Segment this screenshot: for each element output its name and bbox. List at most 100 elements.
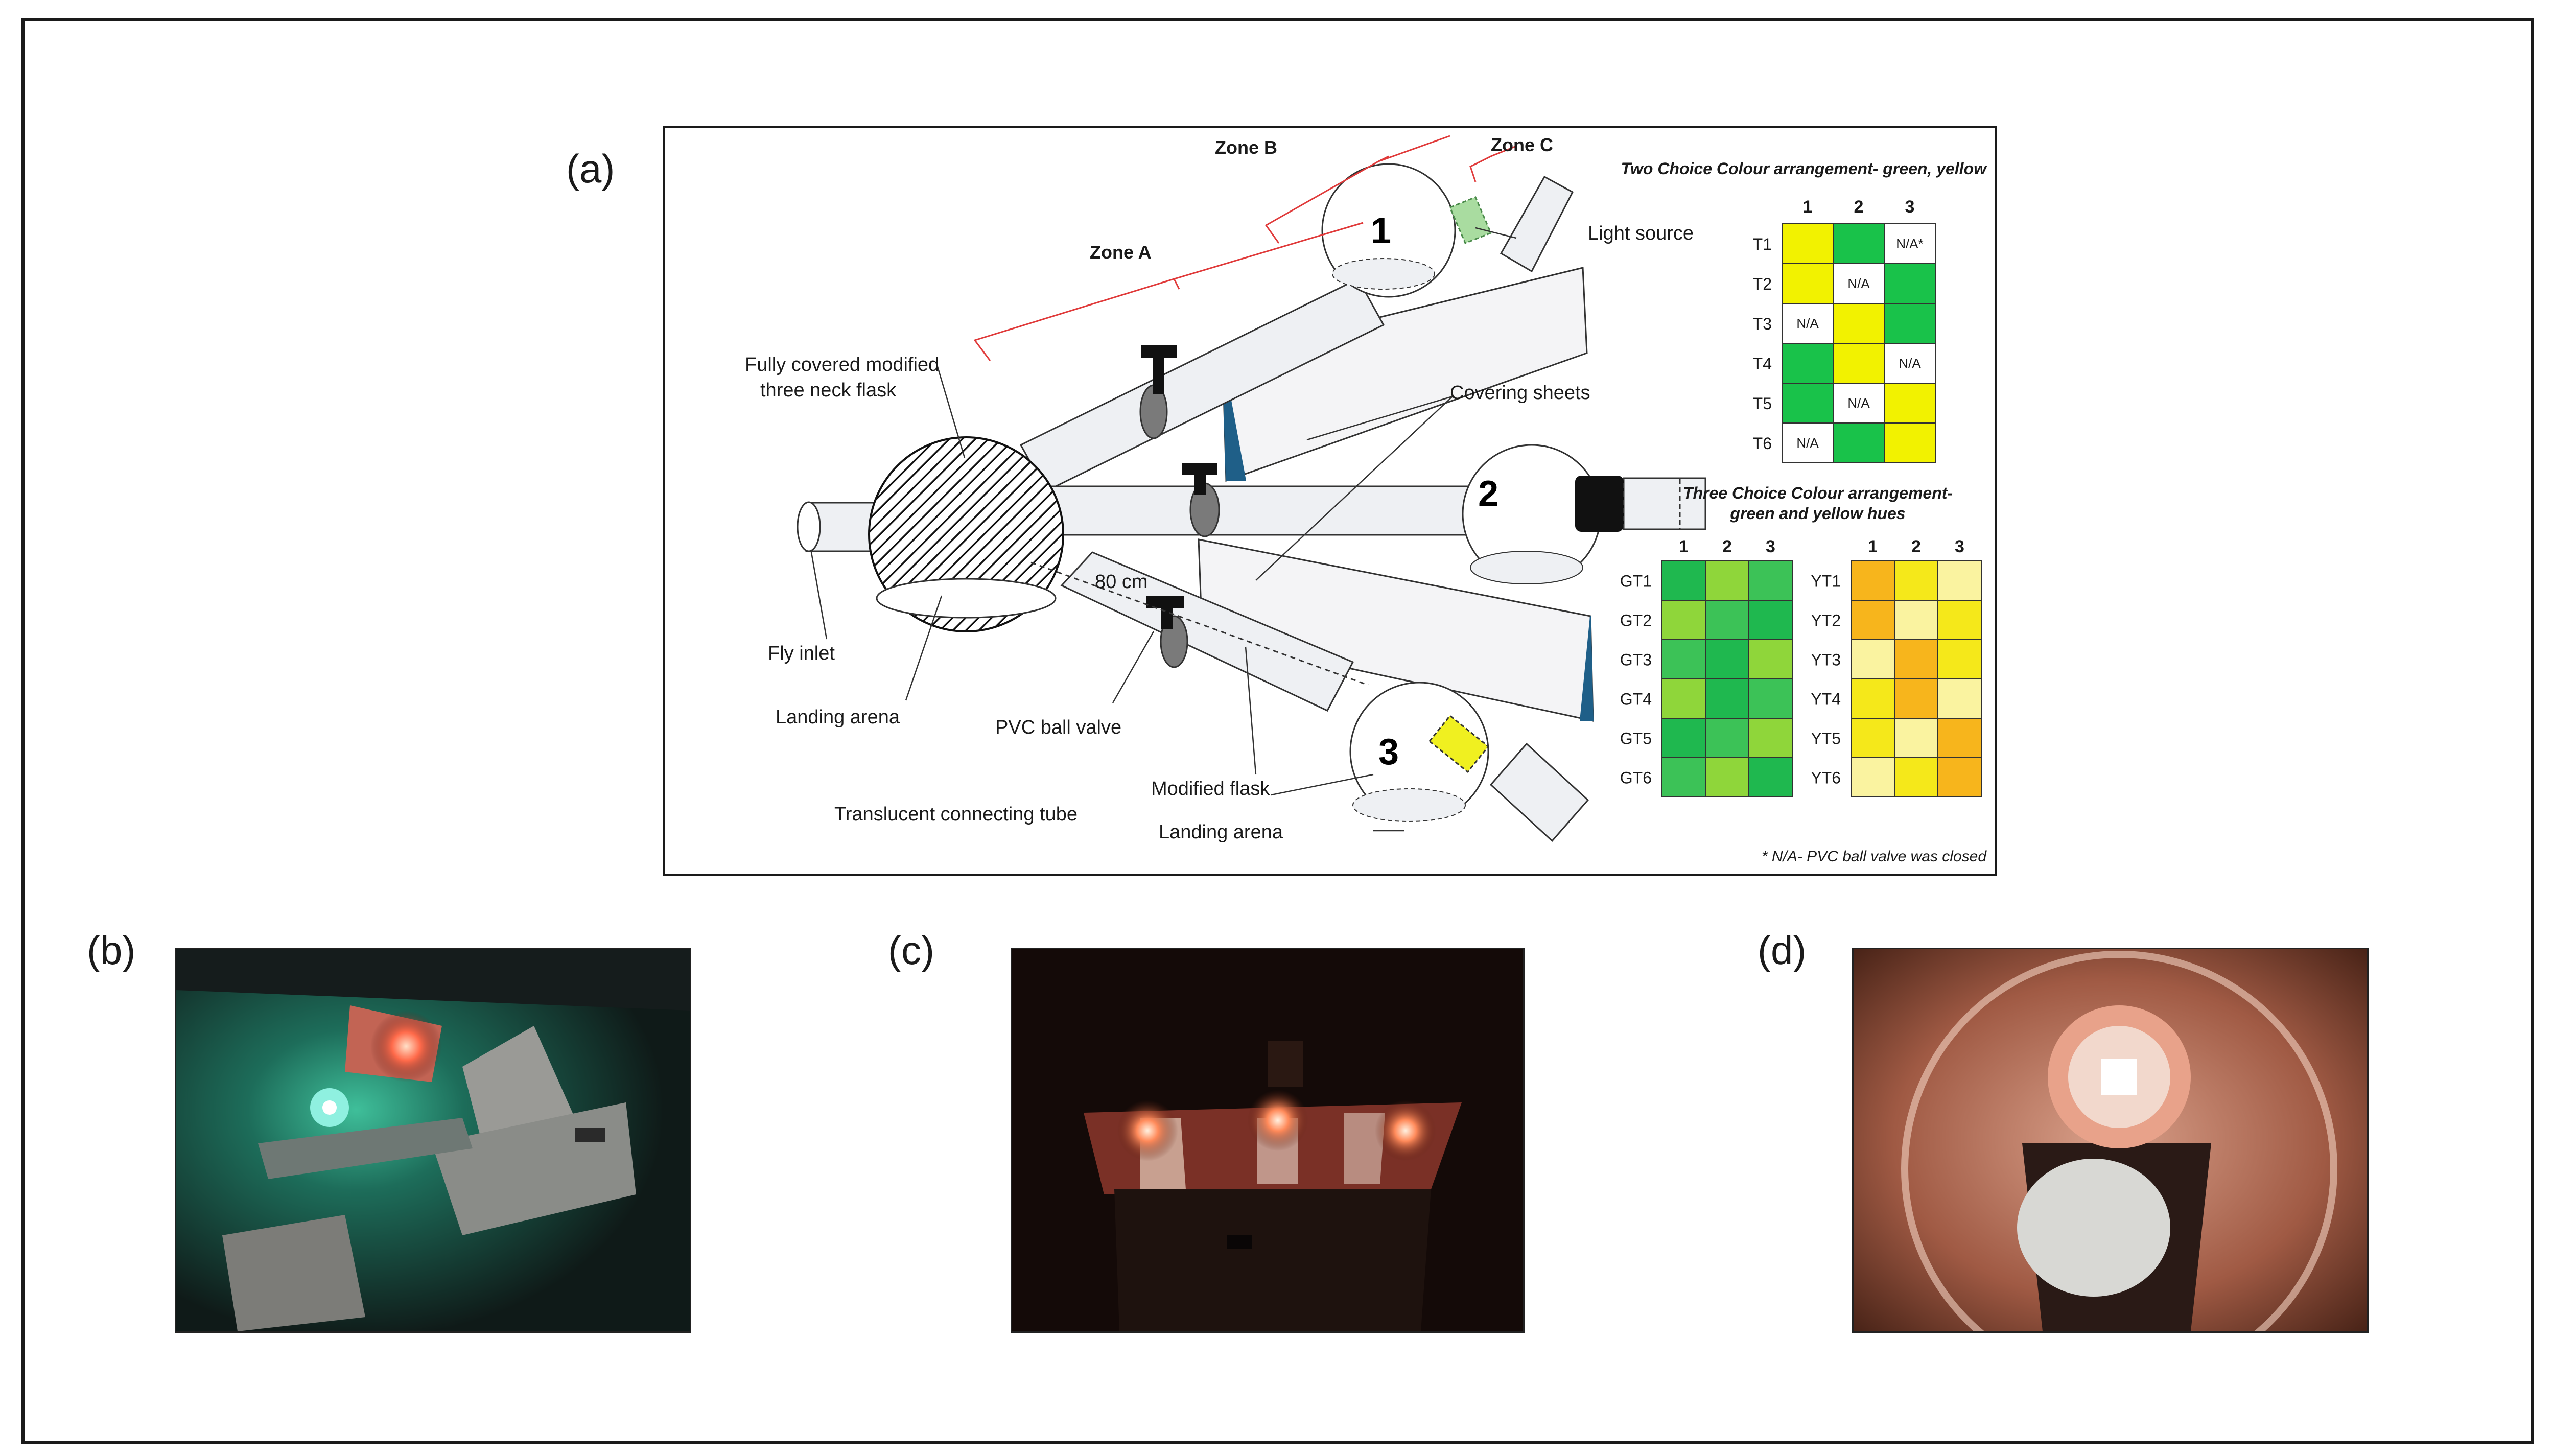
table-cell	[1851, 757, 1895, 797]
table-cell	[1851, 718, 1895, 758]
table-cell	[1884, 263, 1936, 304]
table-row-label: T1	[1753, 235, 1772, 253]
photo-b-scene	[176, 949, 690, 1331]
table-cell	[1833, 303, 1885, 344]
table-column-header: 1	[1679, 537, 1689, 556]
flask-2-light	[1575, 476, 1624, 532]
table-cell	[1894, 560, 1938, 601]
flask-3-light	[1428, 714, 1490, 773]
table-cell	[1851, 639, 1895, 679]
fly-inlet-label: Fly inlet	[768, 643, 835, 664]
three-choice-title-2: green and yellow hues	[1729, 504, 1905, 523]
table-cell	[1937, 718, 1982, 758]
panel-label-c: (c)	[888, 928, 934, 973]
table-cell	[1851, 560, 1895, 601]
table-cell	[1661, 678, 1706, 719]
table-row-label: GT3	[1620, 651, 1652, 669]
valve-upper-stem	[1153, 350, 1164, 394]
flask-3-number: 3	[1378, 732, 1399, 772]
table-cell	[1884, 383, 1936, 424]
valve-middle-stem	[1194, 467, 1206, 495]
flask-2-light-dashed	[1623, 477, 1681, 530]
tube-middle	[1020, 485, 1497, 536]
table-cell	[1937, 678, 1982, 719]
two-choice-title: Two Choice Colour arrangement- green, ye…	[1621, 159, 1987, 178]
covered-flask-label-1: Fully covered modified	[745, 354, 939, 375]
flask-2-number: 2	[1478, 474, 1498, 514]
table-row-label: YT3	[1811, 651, 1841, 669]
photo-c-scene	[1012, 949, 1523, 1331]
table-cell	[1705, 718, 1749, 758]
valve-lower-stem	[1161, 601, 1173, 629]
distance-line	[1030, 561, 1369, 686]
table-column-header: 3	[1766, 537, 1775, 556]
table-cell	[1661, 560, 1706, 601]
table-cell	[1748, 560, 1793, 601]
table-cell	[1748, 718, 1793, 758]
table-cell	[1894, 718, 1938, 758]
table-cell	[1661, 718, 1706, 758]
table-cell	[1884, 343, 1936, 384]
table-column-header: 2	[1911, 537, 1921, 556]
landing-arena-label: Landing arena	[776, 707, 900, 728]
table-row-label: YT6	[1811, 769, 1841, 787]
footnote: * N/A- PVC ball valve was closed	[1762, 848, 1987, 865]
table-cell-na: N/A*	[1896, 236, 1923, 251]
table-cell	[1937, 757, 1982, 797]
table-cell	[1782, 223, 1834, 264]
panel-label-a: (a)	[566, 146, 615, 191]
zone-b-bracket	[1264, 135, 1450, 244]
table-row-label: YT4	[1811, 690, 1841, 709]
zone-c-label: Zone C	[1491, 134, 1553, 155]
zone-a-label: Zone A	[1090, 242, 1152, 263]
table-cell	[1661, 757, 1706, 797]
flask-1-light	[1449, 196, 1492, 244]
table-cell	[1937, 600, 1982, 640]
covering-sheet-wedge-lower	[1579, 616, 1594, 721]
distance-label: 80 cm	[1095, 571, 1147, 593]
table-row-label: GT5	[1620, 730, 1652, 748]
table-cell-na: N/A	[1899, 356, 1921, 371]
table-cell	[1851, 678, 1895, 719]
table-cell	[1705, 560, 1749, 601]
table-cell-na: N/A	[1847, 276, 1870, 291]
table-cell	[1894, 757, 1938, 797]
central-landing-arena	[876, 578, 1057, 619]
zone-b-label: Zone B	[1215, 137, 1277, 158]
photo-d	[1852, 948, 2369, 1333]
table-row-label: YT5	[1811, 730, 1841, 748]
pvc-ball-valve-label: PVC ball valve	[995, 717, 1121, 738]
table-cell	[1884, 303, 1936, 344]
photo-d-scene	[1854, 949, 2367, 1331]
fly-inlet-end	[797, 501, 821, 552]
figure-frame	[21, 18, 2534, 1444]
table-row-label: GT2	[1620, 612, 1652, 630]
table-cell	[1833, 223, 1885, 264]
table-cell	[1937, 639, 1982, 679]
flask-1-landing	[1332, 258, 1435, 290]
table-cell	[1894, 639, 1938, 679]
table-row-label: GT6	[1620, 769, 1652, 787]
zone-c-bracket	[1469, 145, 1517, 182]
table-row-label: T5	[1753, 394, 1772, 413]
table-column-header: 3	[1955, 537, 1964, 556]
three-choice-title-1: Three Choice Colour arrangement-	[1683, 484, 1953, 502]
table-row-label: YT2	[1811, 612, 1841, 630]
panel-label-d: (d)	[1758, 928, 1807, 973]
table-cell	[1661, 600, 1706, 640]
table-cell	[1894, 678, 1938, 719]
light-source-label: Light source	[1588, 223, 1694, 244]
panel-a-diagram: 1 2 3	[663, 126, 1997, 876]
pointer-lines	[810, 227, 1517, 832]
translucent-tube-label: Translucent connecting tube	[834, 804, 1078, 825]
table-cell	[1937, 560, 1982, 601]
modified-flask-label: Modified flask	[1151, 778, 1270, 800]
tube-lower	[1060, 551, 1354, 712]
covered-flask-label-2: three neck flask	[760, 380, 897, 401]
flask-3-landing	[1352, 788, 1466, 822]
table-cell	[1782, 422, 1834, 463]
flask-1-number: 1	[1371, 210, 1391, 251]
table-cell	[1705, 600, 1749, 640]
